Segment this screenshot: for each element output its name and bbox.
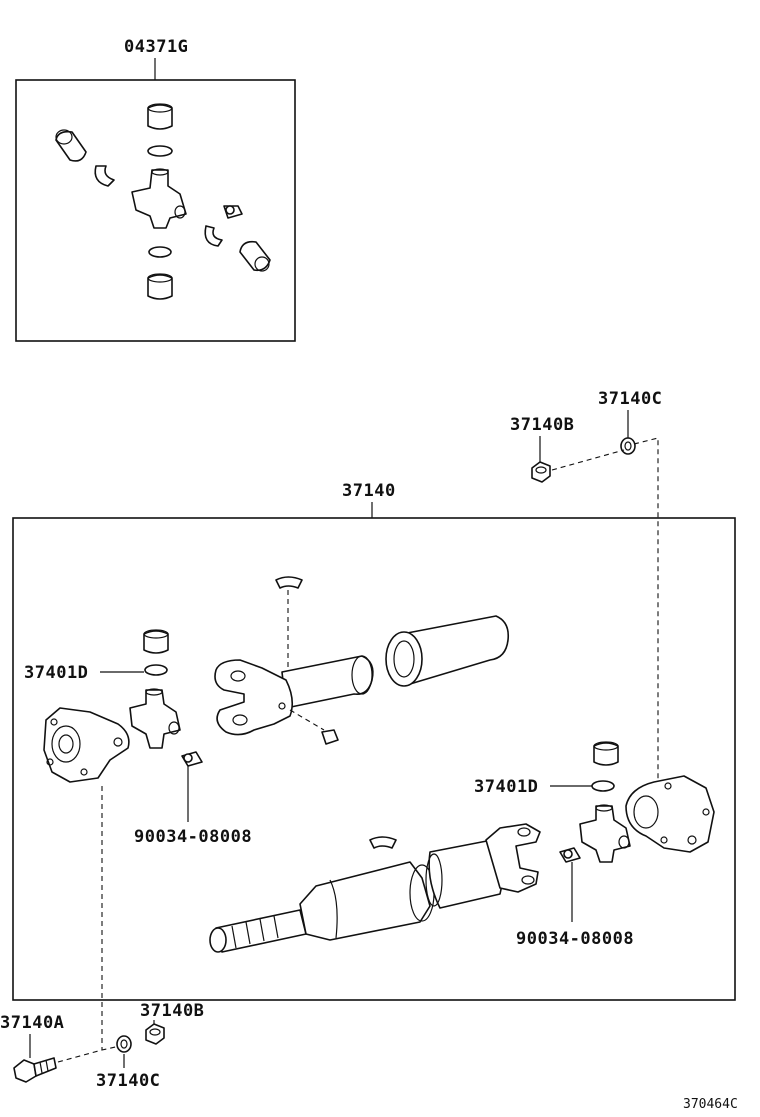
kit-bearing-cup-bottom [147,273,173,300]
balance-weight-lower [369,836,397,849]
label-bolt-a: 37140A [0,1013,64,1033]
kit-grease-fitting [223,205,243,219]
front-flange-yoke [43,707,130,783]
front-bearing-cup [143,629,169,654]
front-yoke [214,659,294,736]
drawing-code: 370464C [683,1097,738,1112]
kit-snap-ring-right [204,225,223,247]
kit-snap-ring-top [147,145,173,157]
kit-bearing-cup-left [55,129,87,162]
nut-top [531,461,551,483]
kit-snap-ring-bottom [148,246,172,258]
washer-top [620,437,636,455]
dash-washer-flange [633,437,659,790]
front-snap-ring [144,664,168,676]
flange-bolt [13,1057,57,1083]
kit-group: 04371G [15,37,296,342]
front-grease-fitting [181,751,203,767]
dash-nut-washer [551,449,625,471]
shaft-frame [12,517,736,1001]
label-grease-fitting-front: 90034-08008 [134,827,252,847]
yoke-grease-fitting [321,729,339,745]
rear-flange-yoke [625,775,715,853]
rear-shaft-tube [299,861,435,941]
dash-yoke-fitting [289,709,325,731]
rear-snap-ring [591,780,615,792]
rear-bearing-cup [593,741,619,766]
front-spider [129,688,181,749]
rear-spider [579,804,631,863]
label-kit: 04371G [124,37,188,57]
balance-weight-upper [275,576,303,589]
washer-bottom [116,1035,132,1053]
slip-yoke-sleeve [385,615,510,687]
label-shaft: 37140 [342,481,396,501]
label-grease-fitting-rear: 90034-08008 [516,929,634,949]
label-nut-b-top: 37140B [510,415,574,435]
kit-bearing-cup-top [147,103,173,130]
rear-tube-yoke [485,823,541,893]
kit-bearing-cup-right [239,240,271,272]
front-shaft-tube [281,655,374,709]
label-snap-ring-front: 37401D [24,663,88,683]
label-snap-ring-rear: 37401D [474,777,538,797]
label-washer-c-top: 37140C [598,389,662,409]
label-nut-b-bottom: 37140B [140,1001,204,1021]
kit-frame [15,79,296,342]
nut-bottom [145,1023,165,1045]
rear-grease-fitting [559,847,581,863]
shaft-group: 37140 [12,481,736,1001]
upper-hardware-group: 37140C 37140B [510,389,662,790]
lower-hardware-group: 37140A 37140B 37140C [0,786,204,1091]
kit-snap-ring-left [94,165,115,187]
rear-spline-shaft [209,909,307,953]
label-washer-c-bottom: 37140C [96,1071,160,1091]
kit-spider [131,168,187,229]
dash-bolt-washer [57,1045,121,1063]
